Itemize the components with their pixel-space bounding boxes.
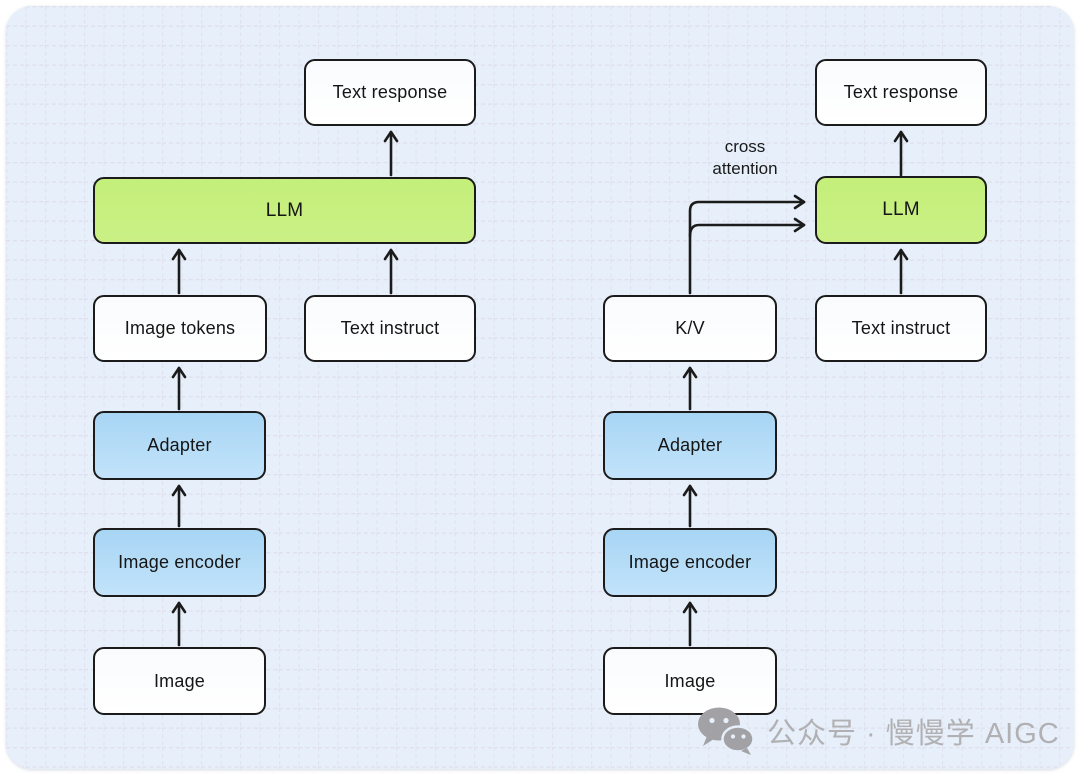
node-label: Image encoder [628, 552, 752, 572]
node-text-response-right: Text response [815, 59, 987, 126]
node-label: Adapter [657, 435, 723, 455]
node-label: LLM [265, 199, 304, 221]
node-adapter-right: Adapter [603, 411, 777, 480]
node-image-left: Image [93, 647, 266, 715]
node-label: LLM [882, 199, 920, 220]
cross-attention-label: cross attention [712, 137, 778, 179]
node-image-encoder-right: Image encoder [603, 528, 777, 597]
node-label: Adapter [147, 435, 212, 455]
wechat-icon [698, 707, 755, 755]
node-llm-left: LLM [93, 177, 476, 244]
node-text-instruct-left: Text instruct [304, 295, 476, 362]
node-text-response-left: Text response [304, 59, 476, 126]
node-label: K/V [675, 318, 705, 338]
node-llm-right: LLM [815, 176, 987, 244]
node-image-encoder-left: Image encoder [93, 528, 266, 597]
node-label: Text instruct [340, 318, 440, 338]
node-adapter-left: Adapter [93, 411, 266, 480]
node-image-right: Image [603, 647, 777, 715]
node-label: Image [153, 670, 206, 691]
watermark-text: 公众号 · 慢慢学 AIGC [767, 718, 1060, 750]
node-label: Image [664, 670, 716, 691]
watermark: 公众号 · 慢慢学 AIGC [697, 706, 1060, 756]
node-label: Text response [332, 82, 448, 102]
node-image-tokens: Image tokens [93, 295, 267, 362]
diagram-canvas: Text response LLM Image tokens Text inst… [6, 6, 1074, 769]
node-label: Image tokens [124, 318, 236, 338]
node-kv: K/V [603, 295, 777, 362]
node-label: Image encoder [118, 552, 241, 572]
node-text-instruct-right: Text instruct [815, 295, 987, 362]
node-label: Text response [843, 82, 959, 102]
node-label: Text instruct [851, 318, 951, 338]
